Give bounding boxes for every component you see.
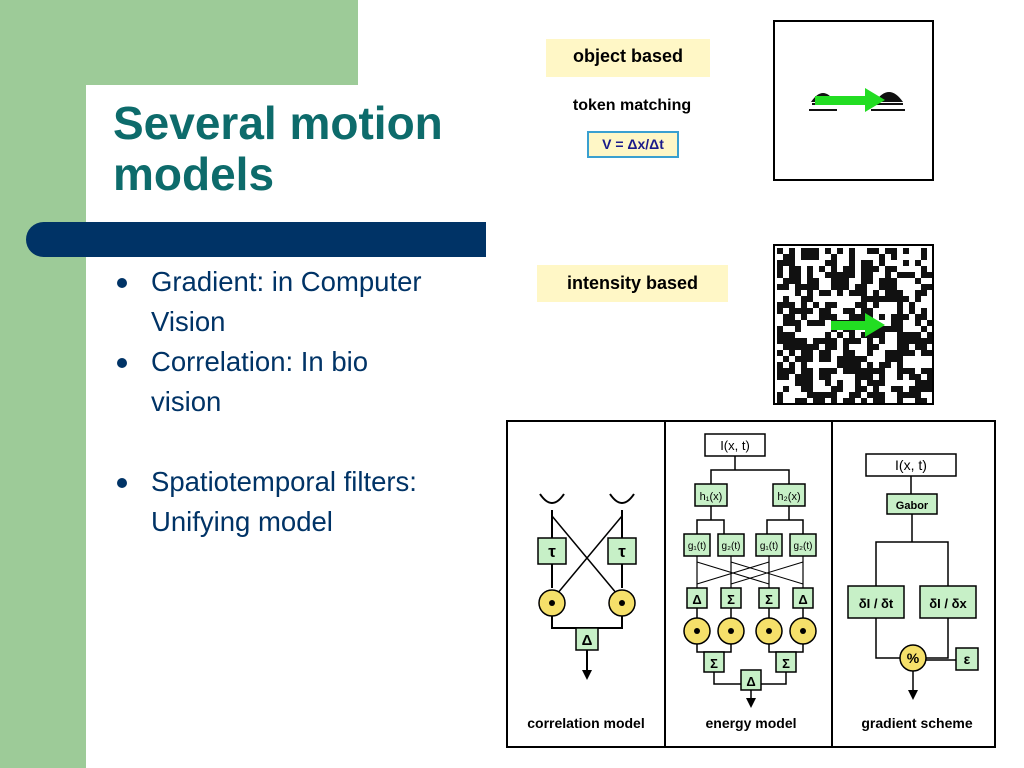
gradient-input-label: I(x, t) [895, 457, 927, 473]
receptor-left-icon [539, 493, 565, 504]
intensity-based-label: intensity based [537, 265, 728, 302]
op-label: Σ [727, 592, 735, 607]
model-diagrams: τ τ Δ correlation model I(x, t) h₁(x) h₂… [527, 433, 979, 731]
object-motion-frame [773, 20, 934, 181]
bullet-item: Correlation: In bio vision [112, 342, 442, 422]
output-arrow-icon [582, 670, 592, 680]
motion-arrow-icon [831, 313, 885, 337]
sum-label: Σ [782, 656, 790, 671]
energy-model-caption: energy model [705, 715, 796, 731]
sum-label: Σ [710, 656, 718, 671]
correlation-model-diagram: τ τ Δ correlation model [527, 493, 645, 731]
random-dot-pattern [777, 248, 933, 404]
bullet-icon [117, 478, 127, 488]
intensity-motion-frame [773, 244, 934, 405]
g-label: g₂(t) [722, 541, 741, 552]
spatial-derivative-box [919, 585, 977, 619]
bullet-icon [117, 278, 127, 288]
epsilon-label: ε [964, 651, 971, 667]
energy-output-label: Δ [746, 674, 755, 689]
gradient-scheme-caption: gradient scheme [861, 715, 972, 731]
energy-input-label: I(x, t) [720, 438, 750, 453]
svg-text:%: % [907, 650, 920, 666]
token-matching-label: token matching [572, 97, 692, 114]
op-label: Δ [692, 592, 701, 607]
panel-divider [831, 420, 833, 748]
bullet-text: Correlation: In bio vision [151, 346, 369, 417]
top-green-band [86, 0, 358, 85]
h2-label: h₂(x) [777, 491, 800, 503]
spatial-derivative-label: δI / δx [929, 596, 967, 611]
bullet-text: Gradient: in Computer Vision [151, 266, 422, 337]
object-based-label: object based [546, 39, 710, 77]
object-motion-graphic [809, 88, 905, 112]
bullet-item: Spatiotemporal filters: Unifying model [112, 462, 442, 542]
temporal-derivative-box [847, 585, 905, 619]
correlation-model-caption: correlation model [527, 715, 644, 731]
h1-label: h₁(x) [700, 491, 723, 503]
noise-texture [777, 248, 933, 404]
velocity-formula: V = Δx/Δt [587, 131, 679, 158]
model-panels [506, 420, 996, 748]
bullet-icon [117, 358, 127, 368]
op-label: Δ [798, 592, 807, 607]
slide-title: Several motion models [113, 97, 443, 200]
receptor-right-icon [609, 493, 635, 504]
delay-label: τ [548, 542, 556, 561]
bullet-text: Spatiotemporal filters: Unifying model [151, 466, 417, 537]
epsilon-box [955, 647, 979, 671]
output-arrow-icon [908, 690, 918, 700]
left-green-band [0, 0, 86, 768]
difference-label: Δ [582, 632, 593, 649]
g-label: g₁(t) [760, 541, 778, 552]
bullet-item: Gradient: in Computer Vision [112, 262, 442, 342]
g-label: g₁(t) [688, 541, 706, 552]
delay-label: τ [618, 542, 626, 561]
output-arrow-icon [746, 698, 756, 708]
op-label: Σ [765, 592, 773, 607]
motion-arrow-icon [815, 88, 885, 112]
gabor-label: Gabor [896, 500, 929, 512]
title-underline-bar [26, 222, 486, 257]
temporal-derivative-label: δI / δt [859, 596, 894, 611]
bullet-list: Gradient: in Computer Vision Correlation… [112, 262, 442, 542]
g-label: g₂(t) [794, 541, 813, 552]
gradient-scheme-diagram: I(x, t) Gabor δI / δt δI / δx % ε gradie… [847, 453, 979, 731]
energy-model-diagram: I(x, t) h₁(x) h₂(x) g₁(t) g₂(t) g₁(t) g₂… [683, 433, 817, 731]
panel-divider [664, 420, 666, 748]
